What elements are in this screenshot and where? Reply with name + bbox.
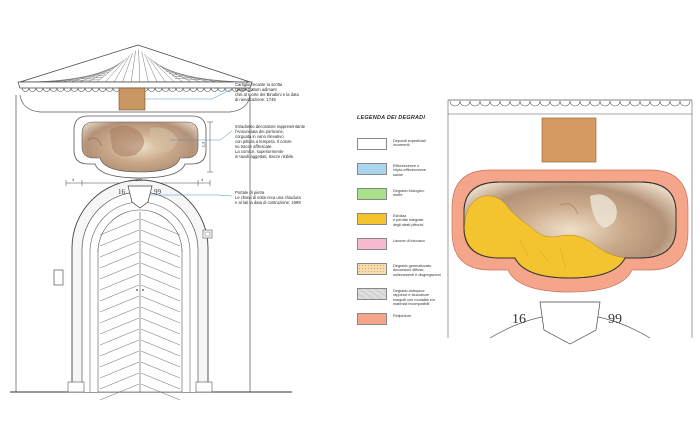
side-window-left bbox=[53, 269, 64, 286]
legend-item: Esfoliaz. e perdita integrale degli stra… bbox=[357, 213, 452, 227]
legend-item: Degrado antropico: rappezzi e stuccature… bbox=[357, 288, 452, 306]
legend-swatch bbox=[357, 188, 387, 200]
annotation-leaders bbox=[145, 88, 233, 197]
legend-item: Efflorescenze o cripto-efflorescenze sal… bbox=[357, 163, 452, 177]
legend-label: Efflorescenze o cripto-efflorescenze sal… bbox=[393, 164, 427, 177]
roof bbox=[17, 44, 254, 113]
legend-swatch bbox=[357, 163, 387, 175]
legend-label: Degrado biologico: muffe bbox=[393, 189, 425, 198]
detail-elevation bbox=[447, 99, 693, 345]
keystone-date-right: 99 bbox=[154, 188, 161, 196]
legend-label: Ridipinture bbox=[393, 314, 412, 318]
dimension-left: 4 bbox=[72, 177, 75, 182]
legend-swatch bbox=[357, 213, 387, 225]
legend-swatch bbox=[357, 263, 387, 275]
legend-label: Degrado generalizzato decoesioni diffuse… bbox=[393, 264, 441, 277]
detail-date-left: 16 bbox=[512, 312, 526, 327]
legend-item: Depositi superficiali incoerenti bbox=[357, 138, 452, 152]
annotation-cartouche: Cartiglio recante la scritta Quam gratum… bbox=[235, 82, 299, 102]
dimension-right: 4 bbox=[201, 177, 204, 182]
left-facade-elevation bbox=[10, 44, 292, 401]
legend-item: Ridipinture bbox=[357, 313, 452, 327]
legend-swatch bbox=[357, 313, 387, 325]
legend-item: Degrado generalizzato decoesioni diffuse… bbox=[357, 263, 452, 277]
legend-item: Degrado biologico: muffe bbox=[357, 188, 452, 202]
keystone-date-left: 16 bbox=[118, 188, 125, 196]
house-number-plate bbox=[202, 229, 213, 239]
legend-swatch bbox=[357, 138, 387, 150]
legend-label: Degrado antropico: rappezzi e stuccature… bbox=[393, 289, 436, 307]
detail-keystone bbox=[539, 301, 601, 345]
detail-date-right: 99 bbox=[608, 312, 622, 327]
legend-swatch bbox=[357, 238, 387, 250]
stone-portal bbox=[67, 179, 213, 401]
legend-label: Esfoliaz. e perdita integrale degli stra… bbox=[393, 214, 424, 227]
dimension-width: 120 bbox=[135, 177, 142, 182]
keystone bbox=[127, 185, 153, 209]
legend-label: Lacune di intonaco bbox=[393, 239, 425, 243]
legend-title: LEGENDA DEI DEGRADI bbox=[357, 115, 426, 121]
legend-label: Depositi superficiali incoerenti bbox=[393, 139, 426, 148]
legend-swatch bbox=[357, 288, 387, 300]
legend-item: Lacune di intonaco bbox=[357, 238, 452, 252]
annotation-portal: Portale di pietra Le chiavi di volta rec… bbox=[235, 190, 301, 205]
dimension-height: 1,3 bbox=[200, 141, 206, 148]
annotation-medallion: Intradosso decoratore rappresentante l'A… bbox=[235, 124, 306, 159]
